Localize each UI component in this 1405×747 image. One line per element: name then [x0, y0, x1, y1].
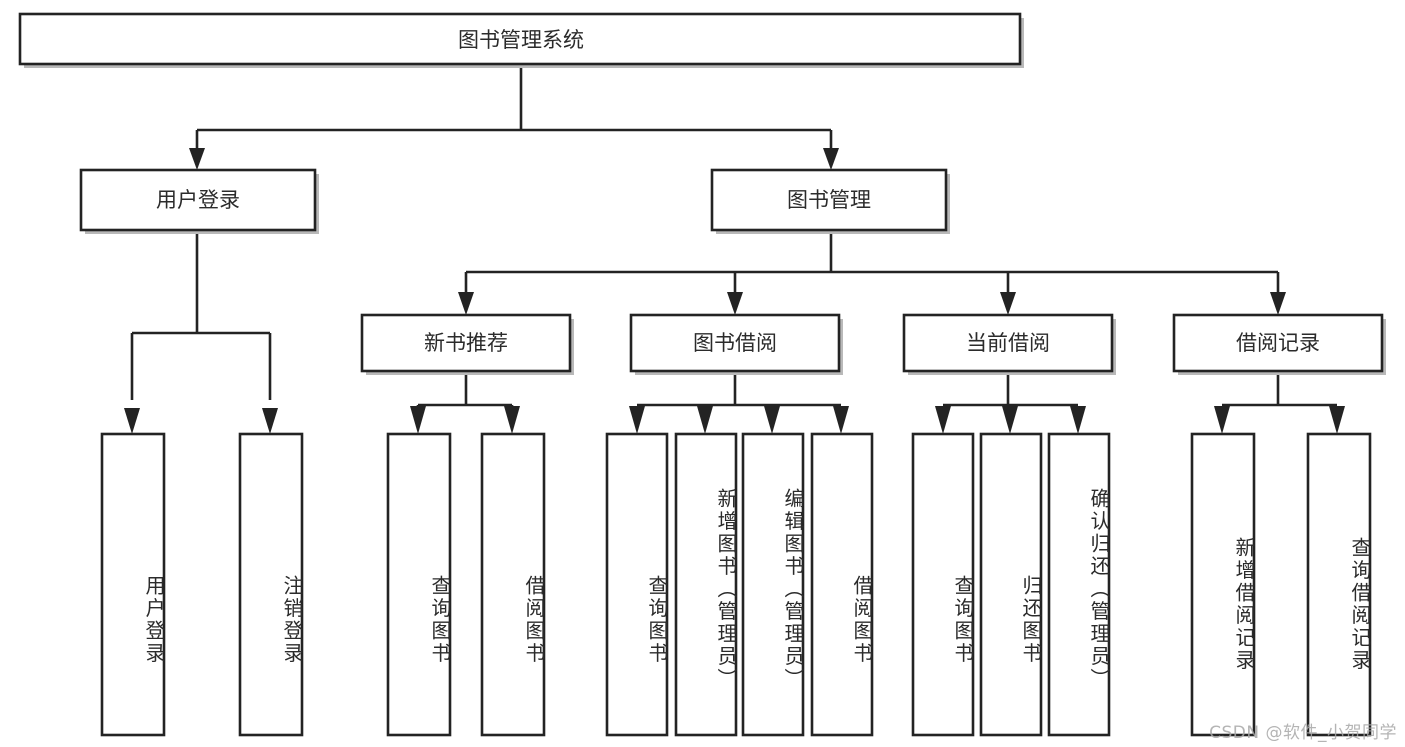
- leaf-box-query-book-2[interactable]: [605, 432, 669, 737]
- leaf-box-edit-book[interactable]: [741, 432, 805, 737]
- arrow-book-mgmt: [823, 148, 839, 170]
- connector-group-root-to-level2: [189, 66, 839, 170]
- leaf-box-confirm-return[interactable]: [1047, 432, 1111, 737]
- node-borrow-record[interactable]: 借阅记录: [1172, 313, 1386, 375]
- root-label: 图书管理系统: [458, 28, 584, 52]
- node-book-management[interactable]: 图书管理: [710, 168, 950, 234]
- user-login-label: 用户登录: [156, 188, 240, 212]
- borrow-record-label: 借阅记录: [1236, 331, 1320, 355]
- connector-group-currentborrow-to-leaves: [935, 373, 1086, 434]
- arrow-leaf-query-book-1: [410, 406, 426, 434]
- arrow-new-book: [458, 292, 474, 315]
- leaf-boxes-borrow-record: [1190, 432, 1372, 737]
- leaf-box-query-record[interactable]: [1306, 432, 1372, 737]
- arrow-leaf-logout: [262, 408, 278, 434]
- book-borrow-box[interactable]: [629, 313, 841, 373]
- book-management-label: 图书管理: [787, 188, 871, 212]
- arrow-leaf-add-book: [697, 406, 713, 434]
- book-borrow-label: 图书借阅: [693, 331, 777, 355]
- arrow-leaf-borrow-book-1: [504, 406, 520, 434]
- node-book-borrow[interactable]: 图书借阅: [629, 313, 843, 375]
- borrow-record-box[interactable]: [1172, 313, 1384, 373]
- leaf-boxes-user-login: [100, 432, 304, 737]
- node-new-book-recommend[interactable]: 新书推荐: [360, 313, 574, 375]
- connector-group-newbook-to-leaves: [410, 373, 520, 434]
- current-borrow-box[interactable]: [902, 313, 1114, 373]
- root-box[interactable]: [18, 12, 1022, 66]
- arrow-leaf-query-record: [1329, 406, 1345, 434]
- node-current-borrow[interactable]: 当前借阅: [902, 313, 1116, 375]
- arrow-leaf-edit-book: [764, 406, 780, 434]
- leaf-box-logout[interactable]: [238, 432, 304, 737]
- connector-group-bookborrow-to-leaves: [629, 373, 849, 434]
- book-management-box[interactable]: [710, 168, 948, 232]
- csdn-watermark: CSDN @软件_小贺同学: [1209, 723, 1397, 743]
- user-login-box[interactable]: [79, 168, 317, 232]
- arrow-leaf-return-book: [1002, 406, 1018, 434]
- arrow-leaf-query-book-2: [629, 406, 645, 434]
- arrow-leaf-user-login: [124, 408, 140, 434]
- leaf-box-borrow-book-1[interactable]: [480, 432, 546, 737]
- leaf-box-borrow-book-2[interactable]: [810, 432, 874, 737]
- arrow-current-borrow: [1000, 292, 1016, 315]
- leaf-box-query-book-3[interactable]: [911, 432, 975, 737]
- arrow-leaf-borrow-book-2: [833, 406, 849, 434]
- leaf-boxes-new-book-recommend: [386, 432, 546, 737]
- arrow-book-borrow: [727, 292, 743, 315]
- arrow-borrow-record: [1270, 292, 1286, 315]
- node-root-system[interactable]: 图书管理系统: [18, 12, 1024, 68]
- leaf-box-add-record[interactable]: [1190, 432, 1256, 737]
- leaf-box-user-login[interactable]: [100, 432, 166, 737]
- new-book-recommend-label: 新书推荐: [424, 331, 508, 355]
- leaf-box-query-book-1[interactable]: [386, 432, 452, 737]
- leaf-box-add-book[interactable]: [674, 432, 738, 737]
- connector-group-borrowrecord-to-leaves: [1214, 373, 1345, 434]
- arrow-leaf-add-record: [1214, 406, 1230, 434]
- arrow-leaf-query-book-3: [935, 406, 951, 434]
- leaf-boxes-book-borrow: [605, 432, 874, 737]
- arrow-user-login: [189, 148, 205, 170]
- new-book-recommend-box[interactable]: [360, 313, 572, 373]
- leaf-boxes-current-borrow: [911, 432, 1111, 737]
- connector-group-userlogin-to-leaves: [124, 232, 278, 434]
- node-user-login[interactable]: 用户登录: [79, 168, 319, 234]
- arrow-leaf-confirm-return: [1070, 406, 1086, 434]
- current-borrow-label: 当前借阅: [966, 331, 1050, 355]
- leaf-box-return-book[interactable]: [979, 432, 1043, 737]
- connector-group-bookmgmt-to-level3: [458, 232, 1286, 315]
